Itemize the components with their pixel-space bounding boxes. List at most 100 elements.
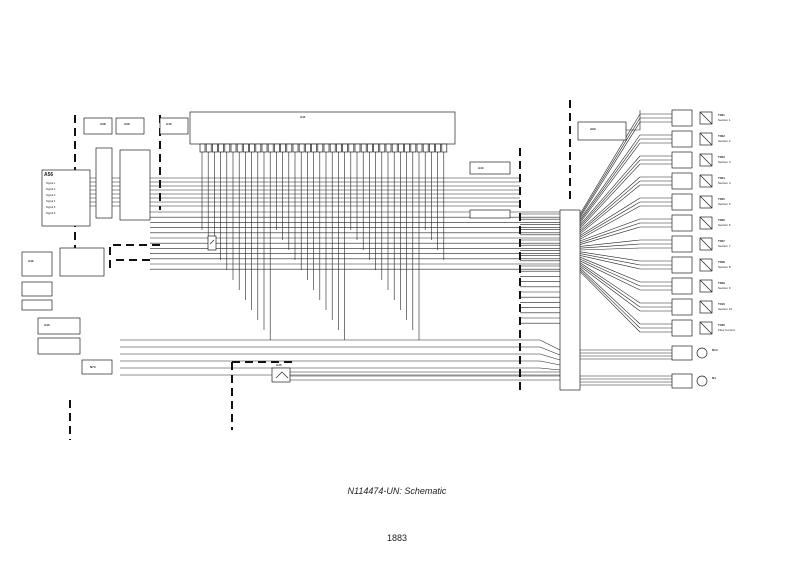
connector-pin [230, 143, 237, 153]
terminal-connector [671, 256, 693, 274]
pin-label: Signal 5 [46, 205, 56, 209]
fanout-wire [579, 258, 641, 287]
fanout-wire [579, 117, 641, 216]
module-box-left-stack-1 [21, 251, 53, 277]
connector-pin [416, 143, 423, 153]
terminal-icon-diagonal [699, 216, 713, 230]
terminal-connector [671, 277, 693, 295]
terminal-id: T030 [718, 323, 725, 327]
connector-pin [422, 143, 429, 153]
fanout-wire [579, 255, 641, 270]
terminal-id: T004 [718, 176, 725, 180]
section-label: Section 6 [718, 223, 731, 227]
fanout-wire [579, 239, 641, 247]
terminal-connector [671, 172, 693, 190]
terminal-connector-lower-1 [671, 345, 693, 361]
fanout-wire [579, 134, 641, 220]
fanout-wire [579, 142, 641, 224]
sensor-icon [696, 347, 708, 359]
connector-pin [224, 143, 231, 153]
connector-pin [342, 143, 348, 153]
module-box-a56 [41, 169, 91, 227]
connector-pin [261, 143, 268, 153]
connector-pin [336, 143, 342, 153]
section-label: Section 2 [718, 139, 731, 143]
sensor-icon [696, 375, 708, 387]
connector-pin [212, 143, 218, 153]
module-label-main: A41 [300, 115, 306, 119]
fanout-wire [579, 159, 641, 227]
terminal-connector [671, 130, 693, 148]
terminal-connector [671, 214, 693, 232]
module-label-left: N70 [90, 365, 96, 369]
terminal-connector [671, 109, 693, 127]
long-lower-wire [120, 339, 561, 351]
boundary-dash-inner-step [109, 244, 160, 272]
connector-pin [348, 143, 355, 153]
switch-icon [275, 371, 289, 379]
module-box-a1 [83, 117, 113, 135]
fanout-wire [579, 256, 641, 283]
module-label-left: A42 [28, 259, 34, 263]
module-label-a56: A56 [44, 172, 53, 178]
fanout-wire [579, 251, 641, 262]
connector-pin [385, 143, 392, 153]
pin-label: Signal 3 [46, 193, 56, 197]
module-box-mid [469, 161, 511, 175]
terminal-icon-diagonal [699, 237, 713, 251]
terminal-icon-diagonal [699, 321, 713, 335]
fanout-wire [579, 262, 641, 304]
connector-pin [236, 143, 243, 153]
terminal-id: T009 [718, 281, 725, 285]
module-label-top: A39 [124, 122, 130, 126]
module-box-mid-small [469, 209, 511, 219]
connector-pin [311, 143, 317, 153]
fanout-wire [579, 121, 641, 218]
section-label: Section 3 [718, 160, 731, 164]
module-box-layer [21, 109, 713, 391]
connector-pin [329, 143, 336, 153]
terminal-icon-diagonal [699, 111, 713, 125]
pin-label: Signal 1 [46, 181, 56, 185]
connector-pin [391, 143, 398, 153]
connector-pin [429, 143, 435, 153]
terminal-id: T010 [718, 302, 725, 306]
fanout-wire [579, 138, 641, 222]
terminal-id: T008 [718, 260, 725, 264]
connector-pin [354, 143, 361, 153]
section-label: Section 1 [718, 118, 731, 122]
module-box-main-header [189, 111, 456, 145]
terminal-id: T002 [718, 134, 725, 138]
fanout-wire [579, 265, 641, 312]
terminal-connector [671, 298, 693, 316]
module-box-left-stack-2 [21, 281, 53, 297]
connector-pin [441, 143, 448, 153]
fanout-wire [579, 218, 641, 242]
fanout-wire [579, 269, 641, 329]
fanout-wire [579, 243, 641, 249]
connector-block-left-a [95, 147, 113, 219]
long-lower-wire [120, 360, 561, 366]
terminal-icon-diagonal [699, 174, 713, 188]
relay-icon [209, 239, 215, 245]
connector-pin [435, 143, 441, 153]
relay-box [207, 235, 217, 251]
connector-block-left-lower [59, 247, 105, 277]
wire-layer [90, 110, 672, 386]
fanout-wire [579, 205, 641, 240]
fanout-wire [579, 260, 641, 291]
connector-block-left-b [119, 149, 151, 221]
module-label-left: A43 [44, 323, 50, 327]
terminal-icon-diagonal [699, 258, 713, 272]
module-label-right: A93 [590, 127, 596, 131]
module-box-left-stack-3 [21, 299, 53, 311]
pin-label: Signal 4 [46, 199, 56, 203]
section-label: Section 7 [718, 244, 731, 248]
section-label: Section 8 [718, 265, 731, 269]
connector-pin [373, 143, 379, 153]
connector-pin [367, 143, 373, 153]
fanout-wire [579, 155, 641, 225]
connector-pin [286, 143, 293, 153]
